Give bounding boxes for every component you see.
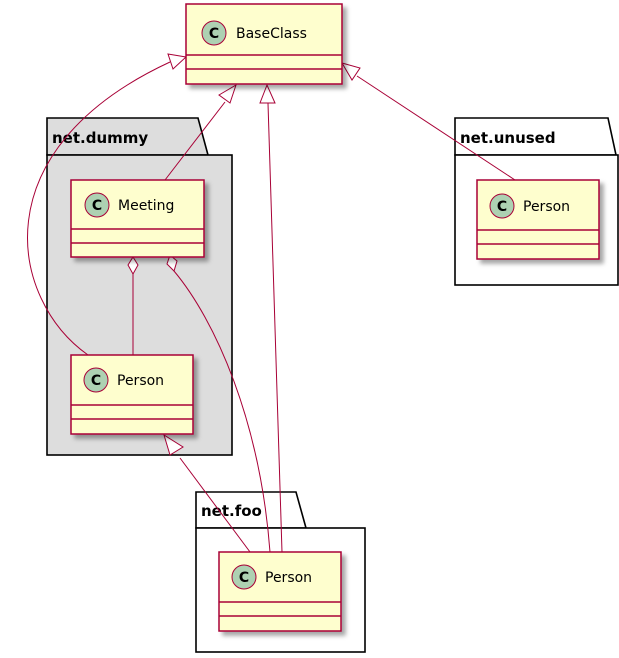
package-label: net.unused (460, 129, 556, 147)
inheritance-arrowhead (163, 433, 184, 456)
class-stereotype-letter: C (497, 199, 507, 215)
class-unused-person-header: C Person (489, 193, 570, 219)
edge-dummy-person-extends-baseclass (27, 61, 171, 356)
class-baseclass-header: C BaseClass (201, 20, 307, 46)
class-stereotype-icon (84, 192, 110, 218)
class-unused-person[interactable] (476, 179, 600, 260)
class-dummy-person[interactable] (70, 354, 194, 435)
class-stereotype-icon (201, 20, 227, 46)
edges (27, 53, 516, 557)
class-name: Person (117, 373, 164, 389)
inheritance-arrowhead (340, 62, 361, 81)
class-name: Person (265, 570, 312, 586)
edge-foo-person-extends-baseclass (267, 102, 283, 553)
class-meeting[interactable] (70, 179, 205, 258)
edge-unused-person-extends-baseclass (356, 75, 516, 181)
edge-foo-person-extends-dummy-person (179, 457, 254, 557)
class-foo-person-header: C Person (231, 564, 312, 590)
aggregation-diamond (166, 254, 178, 272)
class-name: Meeting (118, 198, 174, 214)
package-label: net.dummy (52, 129, 148, 147)
class-name: BaseClass (236, 26, 307, 42)
edge-meeting-extends-baseclass (164, 101, 226, 181)
class-meeting-header: C Meeting (84, 192, 174, 218)
inheritance-arrowhead (167, 53, 188, 70)
class-stereotype-letter: C (239, 570, 249, 586)
inheritance-arrowhead (259, 83, 276, 104)
class-foo-person[interactable] (218, 551, 342, 632)
class-stereotype-icon (231, 564, 257, 590)
class-stereotype-letter: C (91, 373, 101, 389)
class-stereotype-icon (489, 193, 515, 219)
inheritance-arrowhead (218, 83, 237, 104)
class-stereotype-letter: C (209, 26, 219, 42)
aggregation-diamond (127, 256, 139, 276)
class-dummy-person-header: C Person (83, 367, 164, 393)
class-stereotype-icon (83, 367, 109, 393)
class-name: Person (523, 199, 570, 215)
edge-meeting-aggregates-foo-person (173, 270, 271, 553)
class-stereotype-letter: C (92, 198, 102, 214)
package-label: net.foo (201, 502, 262, 520)
